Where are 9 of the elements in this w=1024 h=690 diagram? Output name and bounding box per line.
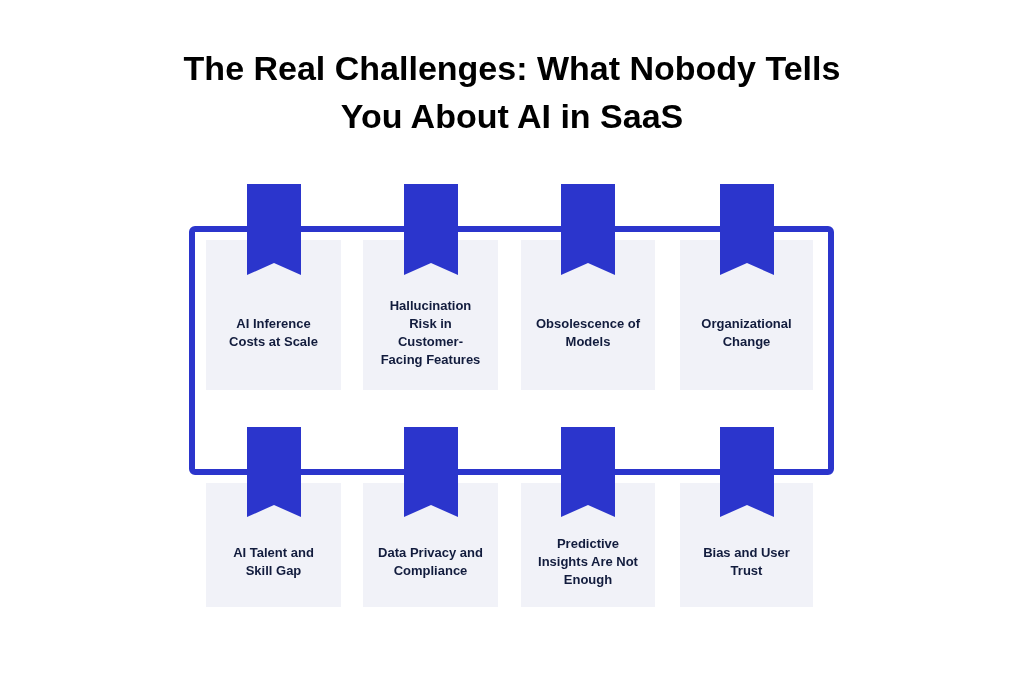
card-label: Obsolescence of Models [535, 314, 641, 351]
card-label: AI Talent and Skill Gap [232, 544, 315, 580]
card-label: Bias and User Trust [702, 544, 791, 580]
card-label: Predictive Insights Are Not Enough [537, 535, 639, 589]
card-label: Organizational Change [700, 314, 793, 351]
card-label: Data Privacy and Compliance [377, 544, 484, 580]
title: The Real Challenges: What Nobody Tells You About AI in SaaS [182, 48, 842, 137]
card-label: Hallucination Risk in Customer-Facing Features [379, 296, 482, 369]
card-label: AI Inference Costs at Scale [228, 314, 319, 351]
